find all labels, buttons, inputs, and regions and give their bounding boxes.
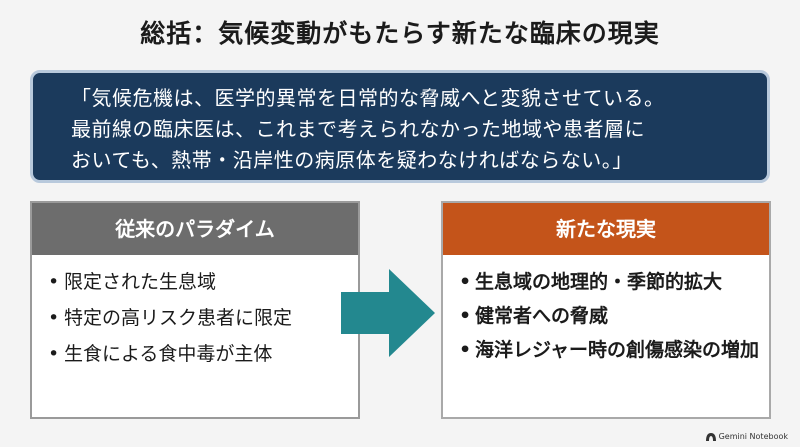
list-item: •特定の高リスク患者に限定 — [48, 305, 358, 331]
bullet: • — [48, 307, 60, 329]
list-item-text: 健常者への脅威 — [475, 305, 609, 327]
right-arrow-icon — [341, 269, 435, 357]
traditional-paradigm-panel: 従来のパラダイム •限定された生息域 •特定の高リスク患者に限定 •生食による食… — [30, 201, 360, 419]
bullet: • — [459, 339, 472, 361]
list-item: •海洋レジャー時の創傷感染の増加 — [459, 337, 769, 363]
list-item: •生食による食中毒が主体 — [48, 341, 358, 367]
list-item-text: 限定された生息域 — [64, 271, 217, 293]
panel-list: •限定された生息域 •特定の高リスク患者に限定 •生食による食中毒が主体 — [32, 255, 358, 367]
quote-line: おいても、熱帯・沿岸性の病原体を疑わなければならない。」 — [71, 148, 633, 172]
bullet: • — [459, 271, 472, 293]
panel-header: 新たな現実 — [443, 203, 769, 255]
list-item: •生息域の地理的・季節的拡大 — [459, 269, 769, 295]
bullet: • — [459, 305, 472, 327]
quote-line: 最前線の臨床医は、これまで考えられなかった地域や患者層に — [71, 117, 645, 141]
logo-text: Gemini Notebook — [718, 432, 788, 441]
list-item-text: 生食による食中毒が主体 — [64, 343, 273, 365]
list-item: •健常者への脅威 — [459, 303, 769, 329]
bullet: • — [48, 271, 60, 293]
quote-box: 「気候危機は、医学的異常を日常的な脅威へと変貌させている。 最前線の臨床医は、こ… — [30, 70, 770, 183]
list-item: •限定された生息域 — [48, 269, 358, 295]
list-item-text: 海洋レジャー時の創傷感染の増加 — [475, 339, 760, 361]
quote-line: 「気候危機は、医学的異常を日常的な脅威へと変貌させている。 — [71, 86, 665, 110]
list-item-text: 生息域の地理的・季節的拡大 — [475, 271, 723, 293]
new-reality-panel: 新たな現実 •生息域の地理的・季節的拡大 •健常者への脅威 •海洋レジャー時の創… — [441, 201, 771, 419]
list-item-text: 特定の高リスク患者に限定 — [64, 307, 293, 329]
panel-header: 従来のパラダイム — [32, 203, 358, 255]
bullet: • — [48, 343, 60, 365]
slide-title: 総括：気候変動がもたらす新たな臨床の現実 — [140, 19, 660, 48]
notebook-icon — [705, 432, 716, 441]
panel-list: •生息域の地理的・季節的拡大 •健常者への脅威 •海洋レジャー時の創傷感染の増加 — [443, 255, 769, 363]
gemini-notebook-logo: Gemini Notebook — [705, 432, 788, 441]
